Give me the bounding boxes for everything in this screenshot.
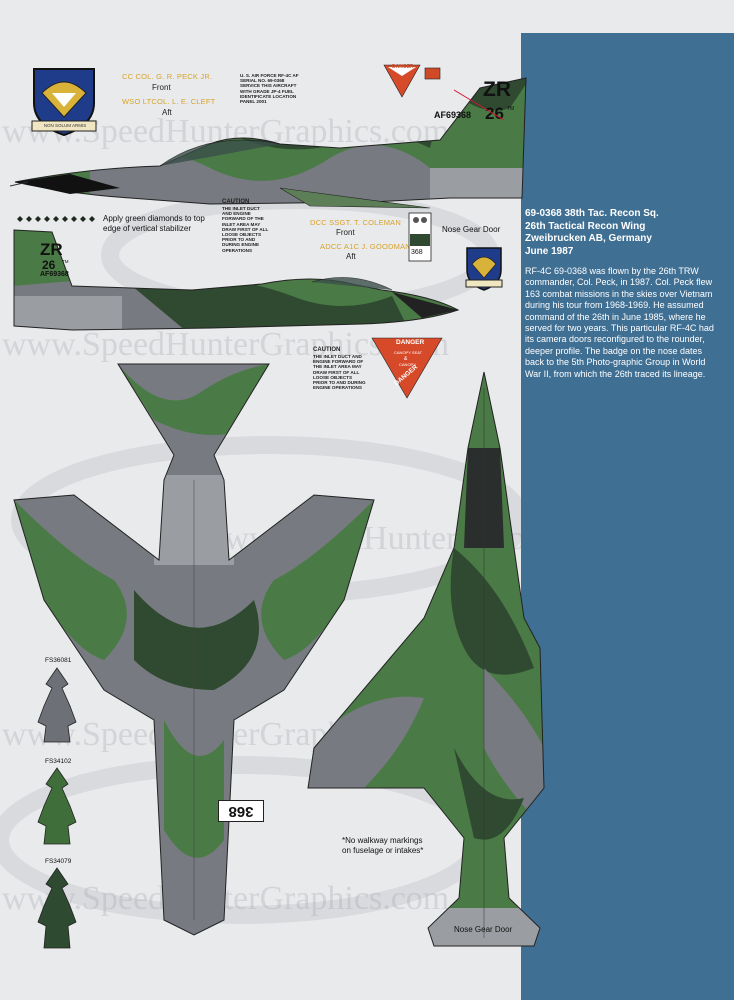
fs-color-code: FS34102 bbox=[45, 758, 72, 765]
green-diamonds-row bbox=[17, 216, 95, 222]
leader-line bbox=[453, 89, 505, 121]
danger-triangle-large bbox=[371, 337, 443, 399]
badge-motto: NON SOLUM ARMIS bbox=[43, 123, 87, 128]
danger-triangle-small bbox=[383, 64, 421, 98]
info-panel bbox=[521, 33, 734, 1000]
tail-number: 26 bbox=[485, 104, 504, 123]
danger-middle-1: CANOPY SEAT bbox=[394, 350, 423, 355]
caution-title: CAUTION bbox=[313, 347, 341, 353]
danger-top: DANGER bbox=[396, 339, 425, 346]
trademark: TM bbox=[507, 106, 515, 112]
nose-gear-label: Nose Gear Door bbox=[454, 925, 513, 934]
aircraft-side-view-left bbox=[9, 77, 527, 209]
service-stencil: U. S. AIR FORCE RF-4C AF SERIAL NO. 69-0… bbox=[240, 73, 299, 105]
aircraft-side-view-right bbox=[13, 229, 460, 331]
aft-crew-label: Aft bbox=[162, 108, 172, 117]
tail-serial: AF69368 bbox=[40, 271, 69, 278]
title-line: 26th Tactical Recon Wing bbox=[525, 220, 646, 232]
front-crew-label: Front bbox=[152, 83, 171, 92]
title-line: Zweibrucken AB, Germany bbox=[525, 233, 652, 244]
trademark: TM bbox=[62, 259, 69, 264]
caution-title: CAUTION bbox=[222, 199, 250, 205]
aft-crew-name: WSO LTCOL. L. E. CLEFT bbox=[122, 97, 216, 106]
red-placard bbox=[424, 67, 441, 80]
danger-middle-2: & bbox=[404, 356, 408, 362]
nose-gear-door-graphic bbox=[408, 212, 432, 262]
aircraft-title: 69-0368 38th Tac. Recon Sq. 26th Tactica… bbox=[525, 208, 725, 258]
tail-code: ZR bbox=[483, 78, 511, 101]
tail-number: 26 bbox=[42, 258, 56, 272]
aircraft-bottom-view bbox=[13, 363, 375, 936]
tail-serial: AF69368 bbox=[434, 110, 472, 120]
front-crew-name: DCC SSGT. T. COLEMAN bbox=[310, 218, 401, 227]
aft-crew-label: Aft bbox=[346, 252, 356, 261]
walkway-note: *No walkway markings on fuselage or inta… bbox=[342, 836, 424, 855]
danger-small-label: DANGER bbox=[392, 64, 414, 70]
title-line: June 1987 bbox=[525, 245, 574, 257]
aft-crew-name: ADCC A1C J. GOODMAN bbox=[320, 242, 411, 251]
spy-silhouette-dark-green bbox=[37, 867, 77, 949]
fs-color-code: FS36081 bbox=[45, 657, 72, 664]
diamonds-note: Apply green diamonds to top edge of vert… bbox=[103, 214, 205, 233]
spy-silhouette-green bbox=[37, 767, 77, 845]
unit-badge bbox=[465, 247, 503, 291]
spy-silhouette-gray bbox=[37, 667, 77, 743]
caution-text: THE INLET DUCT AND ENGINE FORWARD OF THE… bbox=[313, 354, 366, 391]
unit-badge bbox=[31, 68, 97, 137]
front-crew-name: CC COL. G. R. PECK JR. bbox=[122, 72, 213, 81]
nose-gear-label: Nose Gear Door bbox=[442, 225, 501, 234]
caution-text: THE INLET DUCT AND ENGINE FORWARD OF THE… bbox=[222, 206, 269, 253]
gear-door-number: 368 bbox=[411, 249, 423, 256]
title-line: 69-0368 38th Tac. Recon Sq. bbox=[525, 208, 659, 219]
danger-middle-3: CANOPY bbox=[399, 362, 416, 367]
underside-number: 368 bbox=[218, 800, 264, 822]
front-crew-label: Front bbox=[336, 228, 355, 237]
tail-code: ZR bbox=[40, 240, 63, 259]
history-text: RF-4C 69-0368 was flown by the 26th TRW … bbox=[525, 266, 714, 379]
fs-color-code: FS34079 bbox=[45, 858, 72, 865]
aircraft-top-view bbox=[307, 371, 545, 947]
watermark-text: www.SpeedHunterGraphics.com bbox=[2, 326, 450, 363]
